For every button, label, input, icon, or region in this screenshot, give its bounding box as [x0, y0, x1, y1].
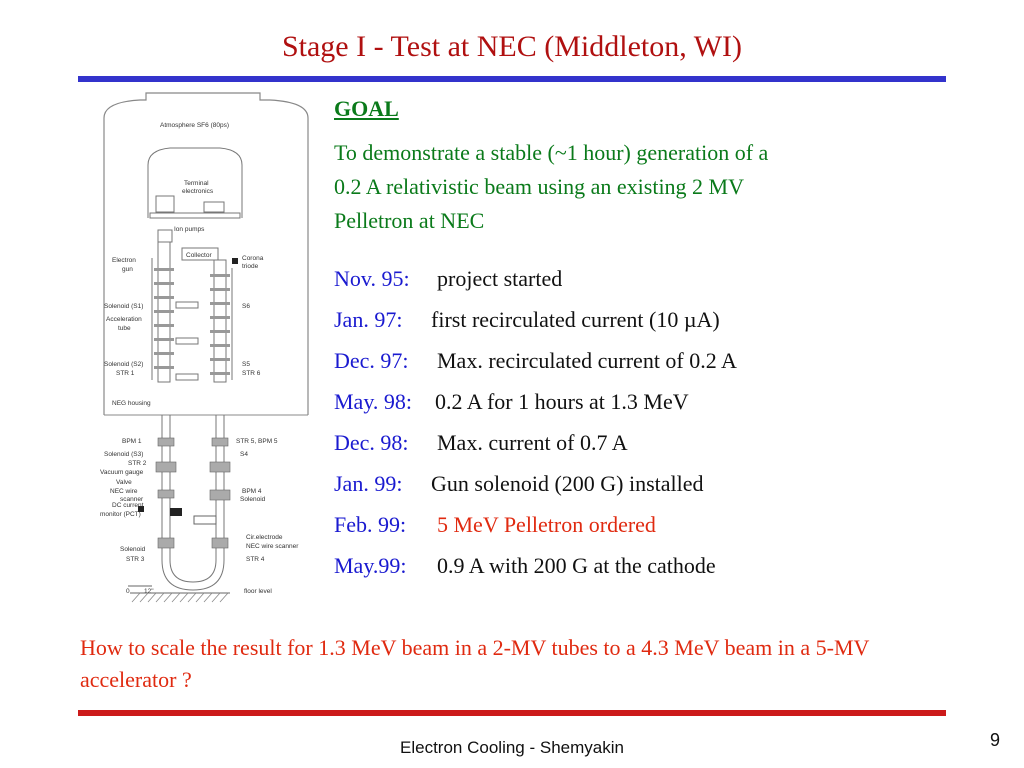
label-gun: gun: [122, 266, 133, 273]
label-s6: S6: [242, 303, 250, 310]
label-s4: S4: [240, 451, 248, 458]
timeline-event: Max. current of 0.7 A: [437, 430, 628, 455]
label-cir-electrode: Cir.electrode: [246, 534, 283, 541]
label-tube: tube: [118, 325, 131, 332]
label-solenoid-s1: Solenoid (S1): [104, 303, 143, 310]
terminal-dome: [147, 147, 243, 218]
label-neg-housing: NEG housing: [112, 400, 151, 407]
tank-outline: [103, 92, 309, 415]
goal-heading: GOAL: [334, 96, 399, 121]
timeline-date: Jan. 99:: [334, 471, 403, 496]
timeline-date: May.99:: [334, 553, 407, 578]
label-triode: triode: [242, 263, 259, 270]
slide-title: Stage I - Test at NEC (Middleton, WI): [281, 30, 743, 63]
label-ion-pumps: Ion pumps: [174, 226, 205, 233]
label-scale-12: 12": [144, 588, 154, 595]
goal-line: Pelletron at NEC: [334, 208, 485, 233]
column-right: [213, 259, 233, 383]
pelletron-schematic: Atmosphere SF6 (80ps) Terminal electroni…: [100, 90, 315, 620]
label-acceleration: Acceleration: [106, 316, 142, 323]
label-terminal: Terminal: [184, 180, 209, 187]
bottom-divider: [78, 710, 946, 716]
timeline-event-highlight: 5 MeV Pelletron ordered: [437, 512, 656, 537]
goal-line: 0.2 A relativistic beam using an existin…: [334, 174, 745, 199]
top-divider: [78, 76, 946, 82]
label-solenoid-bottom: Solenoid: [120, 546, 146, 553]
timeline-date: Jan. 97:: [334, 307, 403, 332]
timeline-date: Nov. 95:: [334, 266, 410, 291]
footer-text: Electron Cooling - Shemyakin: [400, 738, 624, 757]
timeline-event: Gun solenoid (200 G) installed: [431, 471, 704, 496]
goal-description: To demonstrate a stable (~1 hour) genera…: [334, 136, 934, 238]
label-str6: STR 6: [242, 370, 261, 377]
timeline-date: Dec. 97:: [334, 348, 409, 373]
label-nec-wire-scanner: NEC wire scanner: [246, 543, 299, 550]
timeline-event: project started: [437, 266, 563, 291]
timeline-event: first recirculated current (10 µA): [431, 307, 720, 332]
timeline-event: 0.9 A with 200 G at the cathode: [437, 553, 716, 578]
label-valve: Valve: [116, 479, 132, 486]
timeline-date: May. 98:: [334, 389, 413, 414]
scaling-question: How to scale the result for 1.3 MeV beam…: [80, 635, 870, 692]
label-s5: S5: [242, 361, 250, 368]
label-str3: STR 3: [126, 556, 145, 563]
goal-line: To demonstrate a stable (~1 hour) genera…: [334, 140, 769, 165]
page-number: 9: [990, 730, 1001, 750]
label-dc-current: DC current: [112, 502, 144, 509]
label-atmosphere: Atmosphere SF6 (80ps): [160, 122, 229, 129]
label-solenoid-s3: Solenoid (S3): [104, 451, 143, 458]
label-vacuum-gauge: Vacuum gauge: [100, 469, 144, 476]
label-nec-wire: NEC wire: [110, 488, 138, 495]
label-electronics: electronics: [182, 188, 214, 195]
label-scale-0: 0: [126, 588, 130, 595]
timeline-date: Feb. 99:: [334, 512, 407, 537]
label-corona: Corona: [242, 255, 264, 262]
label-collector: Collector: [186, 252, 212, 259]
timeline-date: Dec. 98:: [334, 430, 409, 455]
label-bpm1: BPM 1: [122, 438, 142, 445]
label-str4: STR 4: [246, 556, 265, 563]
timeline-event: Max. recirculated current of 0.2 A: [437, 348, 737, 373]
timeline-event: 0.2 A for 1 hours at 1.3 MeV: [435, 389, 689, 414]
label-solenoid: Solenoid: [240, 496, 266, 503]
label-scanner: scanner: [120, 496, 144, 503]
label-solenoid-s2: Solenoid (S2): [104, 361, 143, 368]
label-str2: STR 2: [128, 460, 147, 467]
label-str5-bpm5: STR 5, BPM 5: [236, 438, 278, 445]
label-monitor-pct: monitor (PCT): [100, 511, 141, 518]
label-str1: STR 1: [116, 370, 135, 377]
label-floor-level: floor level: [244, 588, 272, 595]
label-bpm4: BPM 4: [242, 488, 262, 495]
label-electron: Electron: [112, 257, 136, 264]
